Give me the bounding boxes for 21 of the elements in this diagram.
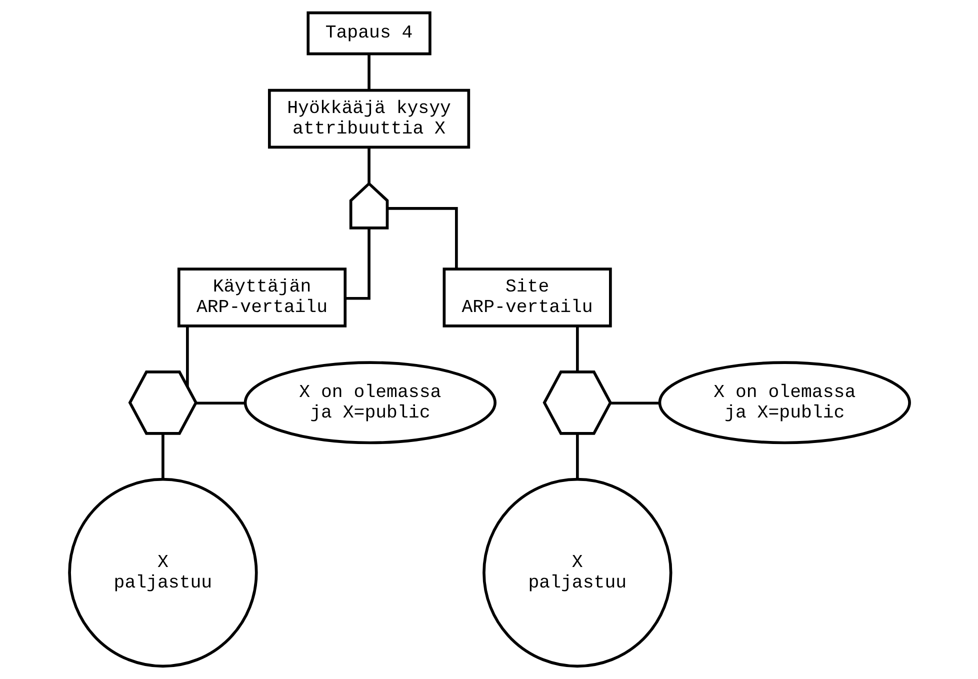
node-box: Tapaus 4 xyxy=(306,11,431,56)
node-circle: X paljastuu xyxy=(68,478,258,668)
connector xyxy=(367,54,370,90)
node-ellipse: X on olemassa ja X=public xyxy=(243,361,496,444)
connector xyxy=(161,433,164,480)
node-hexagon xyxy=(128,370,198,435)
node-gate xyxy=(348,182,388,230)
connector xyxy=(344,228,370,300)
node-ellipse: X on olemassa ja X=public xyxy=(658,361,910,444)
connector xyxy=(610,402,659,405)
connector xyxy=(575,326,578,372)
connector xyxy=(186,326,188,387)
node-box: Hyökkääjä kysyy attribuuttia X xyxy=(267,88,470,149)
node-hexagon xyxy=(542,370,612,435)
node-circle: X paljastuu xyxy=(482,478,672,668)
node-box: Site ARP-vertailu xyxy=(442,268,612,328)
connector xyxy=(367,148,370,184)
connector xyxy=(387,207,458,269)
node-box: Käyttäjän ARP-vertailu xyxy=(176,268,346,328)
connector xyxy=(575,433,578,480)
connector xyxy=(195,402,244,405)
